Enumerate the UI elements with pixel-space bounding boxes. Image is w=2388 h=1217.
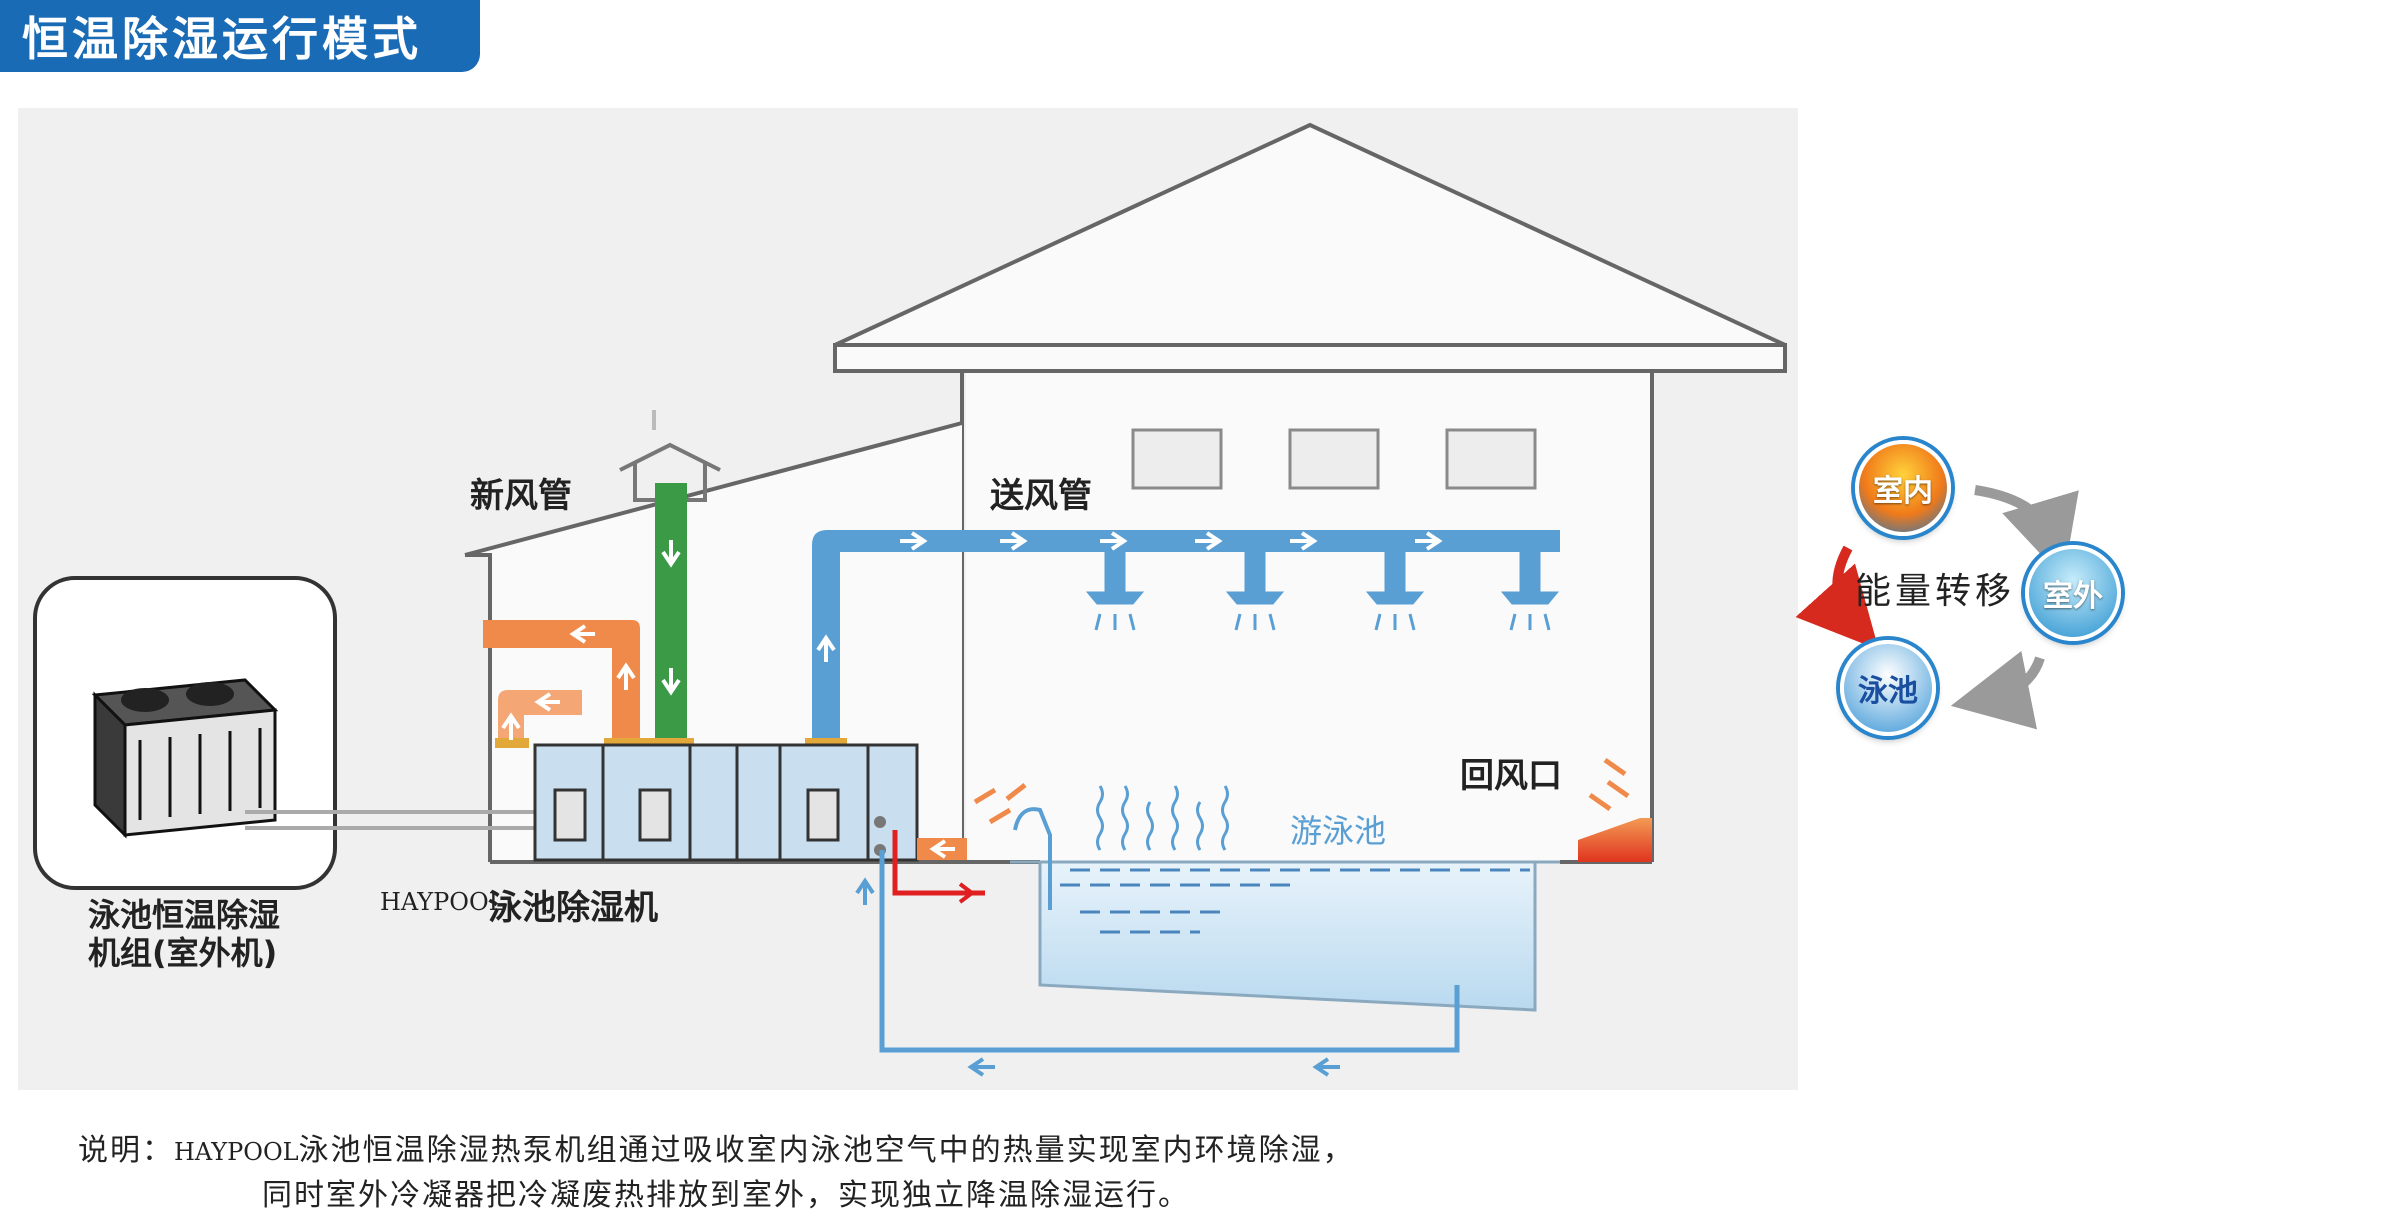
pool-label: 游泳池 <box>1290 812 1387 850</box>
return-air-bottom <box>917 838 967 860</box>
note-line-1: 说明：HAYPOOL泳池恒温除湿热泵机组通过吸收室内泳池空气中的热量实现室内环境… <box>78 1125 1355 1169</box>
note-prefix: 说明： <box>78 1133 174 1168</box>
refrigerant-lines <box>245 810 535 830</box>
outdoor-unit-box <box>33 576 337 890</box>
outdoor-unit-label-line1: 泳池恒温除湿 <box>88 896 281 934</box>
pool-icon: 泳池 <box>1840 640 1936 736</box>
outdoor-unit-icon <box>91 678 279 839</box>
fresh-air-duct-label: 新风管 <box>470 476 572 516</box>
energy-transfer-label: 能量转移 <box>1855 571 2016 612</box>
water-vapor <box>1096 785 1229 851</box>
return-air-grille <box>973 757 1652 862</box>
main-building <box>833 122 1787 862</box>
return-air-label: 回风口 <box>1460 756 1562 796</box>
dehumidifier-unit <box>533 743 919 862</box>
indoor-icon: 室内 <box>1855 440 1951 536</box>
outdoor-unit-label-line2: 机组(室外机) <box>88 934 278 972</box>
supply-air-duct <box>805 530 1560 748</box>
page-title: 恒温除湿运行模式 <box>0 0 480 72</box>
dehumidifier-brand: HAYPOOL <box>380 888 505 916</box>
note-brand: HAYPOOL <box>174 1138 299 1166</box>
note-line-2: 同时室外冷凝器把冷凝废热排放到室外，实现独立降温除湿运行。 <box>262 1178 1190 1213</box>
energy-cycle-arrows <box>1795 485 2079 730</box>
note-line1-text: 泳池恒温除湿热泵机组通过吸收室内泳池空气中的热量实现室内环境除湿， <box>298 1133 1355 1168</box>
fresh-air-duct <box>648 483 694 748</box>
supply-air-duct-label: 送风管 <box>990 476 1092 516</box>
outdoor-icon: 室外 <box>2025 545 2121 641</box>
dehumidifier-label: 泳池除湿机 <box>488 888 658 928</box>
return-duct-orange <box>483 620 648 748</box>
air-diffusers <box>1085 551 1560 631</box>
swimming-pool <box>1010 807 1560 1012</box>
water-pipes <box>855 830 1460 1077</box>
